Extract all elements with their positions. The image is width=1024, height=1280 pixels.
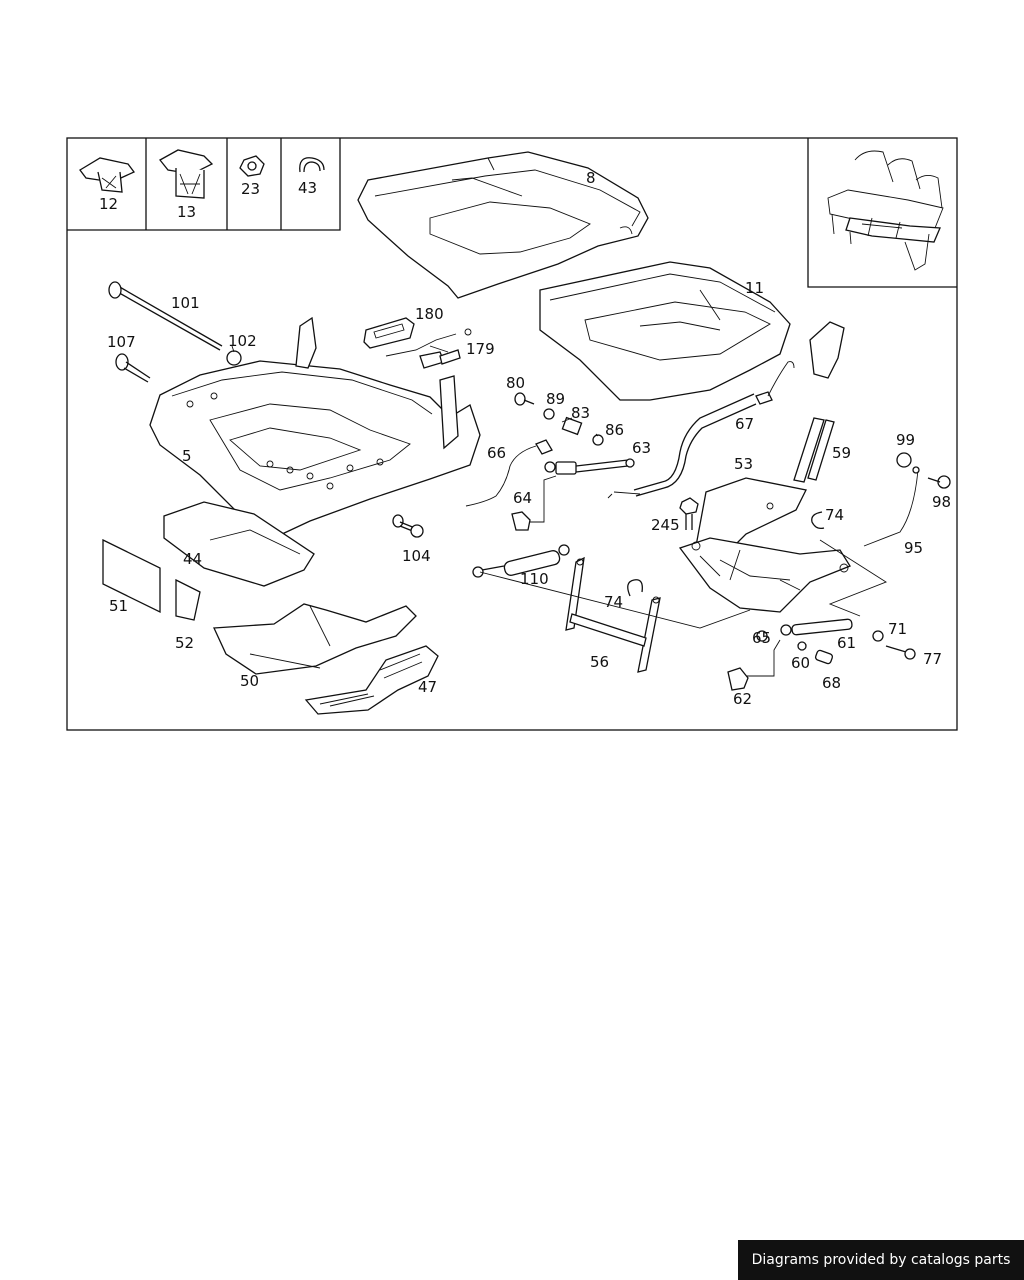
callout-86: 86 [605, 421, 624, 439]
nut-part-71 [872, 630, 884, 642]
callout-74-lower: 74 [604, 593, 623, 611]
bolt-part-104 [392, 514, 424, 538]
callout-8: 8 [586, 169, 596, 187]
latch-bracket [809, 321, 845, 379]
nut-part-102 [226, 350, 242, 366]
leader-lines [231, 345, 599, 437]
callout-59: 59 [832, 444, 851, 462]
diagram-frame [66, 137, 958, 731]
callout-labels: 12 13 23 43 8 11 101 102 107 180 179 5 8… [99, 169, 951, 708]
callout-51: 51 [109, 597, 128, 615]
callout-5: 5 [182, 447, 192, 465]
bolt-part-77 [885, 645, 916, 660]
link-part-59 [793, 417, 835, 483]
gas-spring-part-110 [472, 544, 570, 578]
callout-43: 43 [298, 179, 317, 197]
clip-part-74-lower [627, 579, 643, 597]
tray-part-50 [213, 603, 417, 675]
callout-89: 89 [546, 390, 565, 408]
actuator-part-63 [544, 458, 635, 475]
cover-part-44 [163, 501, 315, 587]
callout-60: 60 [791, 654, 810, 672]
callout-74-upper: 74 [825, 506, 844, 524]
callout-245: 245 [651, 516, 680, 534]
seat-cushion-part-11 [539, 261, 791, 401]
nut-part-65 [756, 630, 768, 642]
callout-64: 64 [513, 489, 532, 507]
callout-61: 61 [837, 634, 856, 652]
mechanism-part-53 [678, 477, 851, 613]
guide-line-b [819, 539, 887, 617]
pin-part-68 [814, 649, 834, 665]
callout-67: 67 [735, 415, 754, 433]
callout-98: 98 [932, 493, 951, 511]
callout-104: 104 [402, 547, 431, 565]
callout-179: 179 [466, 340, 495, 358]
callout-44: 44 [183, 550, 202, 568]
clip-part-12 [79, 157, 136, 193]
callout-50: 50 [240, 672, 259, 690]
gas-spring-part-61 [780, 618, 853, 636]
callout-99: 99 [896, 431, 915, 449]
callout-83: 83 [571, 404, 590, 422]
callout-107: 107 [107, 333, 136, 351]
handle-part-180 [363, 317, 415, 349]
callout-23: 23 [241, 180, 260, 198]
callout-63: 63 [632, 439, 651, 457]
frame-part-56 [565, 556, 661, 673]
inset-seat-overview [807, 138, 957, 288]
callout-95: 95 [904, 539, 923, 557]
callout-102: 102 [228, 332, 257, 350]
pad-part-52 [175, 578, 201, 621]
callout-53: 53 [734, 455, 753, 473]
callout-52: 52 [175, 634, 194, 652]
cable-part-66 [465, 439, 553, 507]
long-bolt-part-101 [108, 281, 223, 351]
callout-77: 77 [923, 650, 942, 668]
callout-13: 13 [177, 203, 196, 221]
callout-47: 47 [418, 678, 437, 696]
callout-110: 110 [520, 570, 549, 588]
nut-part-23 [239, 155, 265, 177]
washer-part-60 [797, 641, 807, 651]
callout-180: 180 [415, 305, 444, 323]
callout-68: 68 [822, 674, 841, 692]
nut-part-99 [896, 452, 912, 468]
trim-part-47 [304, 645, 439, 715]
cable-part-67 [607, 361, 795, 499]
bracket-part-64 [511, 511, 531, 531]
credit-footer: Diagrams provided by catalogs parts [738, 1240, 1024, 1280]
small-parts-boxes [67, 138, 341, 231]
pad-part-51 [102, 538, 161, 614]
clip-part-13 [159, 149, 214, 199]
bolt-part-98 [927, 475, 951, 489]
callout-56: 56 [590, 653, 609, 671]
bolt-part-107 [115, 353, 151, 383]
callout-101: 101 [171, 294, 200, 312]
bolt-part-245 [679, 497, 699, 530]
callout-11: 11 [745, 279, 764, 297]
cable-part-95 [863, 469, 919, 547]
small-parts-80-89-83-86 [514, 392, 604, 446]
callout-65: 65 [752, 629, 771, 647]
seat-cushion-part-8 [357, 151, 649, 299]
hook-clip-part-43 [299, 157, 325, 173]
seat-frame-part-5 [149, 316, 481, 536]
callout-66: 66 [487, 444, 506, 462]
guide-line-a [479, 571, 751, 629]
cable-part-179 [385, 328, 472, 369]
callout-62: 62 [733, 690, 752, 708]
callout-71: 71 [888, 620, 907, 638]
bracket-part-62 [727, 667, 749, 691]
clip-part-74-upper [811, 511, 825, 530]
callout-80: 80 [506, 374, 525, 392]
callout-12: 12 [99, 195, 118, 213]
